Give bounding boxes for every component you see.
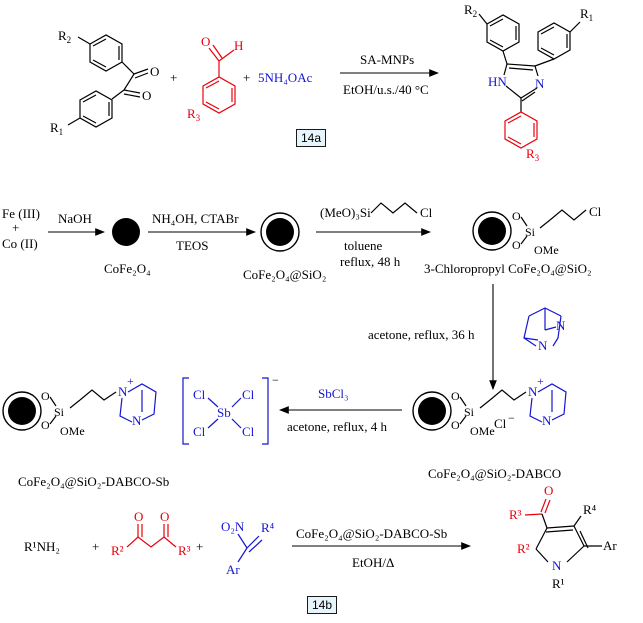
svg-text:N: N	[556, 318, 566, 333]
svg-text:Si: Si	[464, 405, 475, 419]
svg-text:N: N	[535, 76, 545, 91]
svg-text:O: O	[160, 509, 169, 524]
plus-sign: +	[92, 539, 99, 554]
svg-text:R3: R3	[187, 106, 201, 123]
svg-text:(MeO)₃Si: (MeO)₃Si	[320, 205, 371, 220]
svg-text:toluene: toluene	[344, 238, 382, 253]
conditions-label: EtOH/u.s./40 °C	[343, 82, 429, 97]
svg-text:N: N	[542, 413, 552, 428]
svg-text:Cl: Cl	[494, 416, 507, 431]
plus-sign: +	[12, 220, 19, 235]
svg-text:OMe: OMe	[470, 424, 495, 438]
svg-text:R³: R³	[509, 507, 522, 522]
svg-text:NH₄OH, CTABr: NH₄OH, CTABr	[152, 211, 239, 226]
svg-text:R⁴: R⁴	[583, 502, 597, 517]
dabco-sb-label: CoFe₂O₄@SiO₂-DABCO-Sb	[18, 474, 169, 489]
svg-text:O: O	[150, 64, 159, 79]
svg-text:R3: R3	[526, 146, 540, 163]
svg-text:N: N	[118, 384, 128, 399]
ammonium-acetate: 5NH₄OAc	[258, 70, 313, 85]
svg-text:acetone, reflux, 4 h: acetone, reflux, 4 h	[287, 419, 387, 434]
svg-text:O: O	[134, 509, 143, 524]
svg-text:Cl: Cl	[193, 424, 206, 439]
dabco-structure: N N	[523, 307, 566, 353]
svg-text:O: O	[512, 209, 521, 223]
svg-text:+: +	[537, 374, 544, 388]
svg-text:TEOS: TEOS	[176, 238, 209, 253]
svg-text:Si: Si	[525, 225, 536, 239]
svg-text:Cl: Cl	[242, 387, 255, 402]
catalyst-label: SA-MNPs	[360, 52, 414, 67]
diketone-structure: R² O O R³	[111, 509, 191, 558]
svg-text:OMe: OMe	[534, 243, 559, 257]
svg-text:−: −	[508, 411, 515, 425]
svg-text:N: N	[538, 338, 548, 353]
cofe2o4-sio2-label: CoFe₂O₄@SiO₂	[243, 267, 326, 282]
pyrrole-product: O R³ R⁴ R² Ar N R¹	[509, 483, 617, 591]
svg-text:N: N	[528, 384, 538, 399]
conditions-label-b: EtOH/Δ	[352, 555, 394, 570]
svg-text:R²: R²	[517, 541, 530, 556]
svg-text:Si: Si	[54, 405, 65, 419]
svg-text:R¹: R¹	[552, 576, 565, 591]
scheme-label-14a: 14a	[296, 129, 327, 147]
svg-text:O: O	[41, 389, 50, 403]
svg-text:O₂N: O₂N	[221, 519, 245, 534]
svg-text:Ar: Ar	[603, 538, 617, 553]
chloropropyl-label: 3-Chloropropyl CoFe₂O₄@SiO₂	[424, 261, 592, 276]
plus-sign: +	[196, 539, 203, 554]
svg-text:−: −	[272, 373, 279, 387]
svg-text:NaOH: NaOH	[58, 211, 92, 226]
scheme-label-14b: 14b	[307, 596, 338, 614]
sbcl4-anion: − Cl Cl Cl Cl Sb	[182, 373, 279, 445]
svg-text:O: O	[544, 483, 553, 498]
svg-text:H: H	[234, 38, 243, 53]
cofe2o4-label: CoFe₂O₄	[104, 261, 151, 276]
chloropropyl-particle: O O Si Cl OMe	[472, 204, 602, 257]
svg-text:O: O	[451, 418, 460, 432]
svg-text:O: O	[142, 88, 151, 103]
svg-text:Cl: Cl	[589, 204, 602, 219]
svg-text:O: O	[451, 389, 460, 403]
svg-text:HN: HN	[488, 74, 507, 89]
svg-text:O: O	[201, 34, 210, 49]
nitroalkene-structure: O₂N R⁴ Ar	[221, 519, 275, 577]
svg-text:OMe: OMe	[60, 424, 85, 438]
dabco-sb-particle: O O Si OMe N + N	[2, 374, 157, 438]
fe-reagent: Fe (III)	[2, 206, 40, 221]
dabco-label: CoFe₂O₄@SiO₂-DABCO	[428, 466, 561, 481]
svg-text:R²: R²	[111, 543, 124, 558]
plus-sign: +	[243, 70, 250, 85]
svg-text:R³: R³	[178, 543, 191, 558]
benzil-structure: R2 O O R1	[50, 28, 159, 137]
benzaldehyde-structure: O H R3	[187, 34, 243, 123]
svg-text:+: +	[127, 374, 134, 388]
svg-text:O: O	[41, 418, 50, 432]
catalyst-label-b: CoFe₂O₄@SiO₂-DABCO-Sb	[296, 526, 447, 541]
plus-sign: +	[170, 70, 177, 85]
svg-text:R1: R1	[580, 6, 593, 23]
co-reagent: Co (II)	[2, 236, 38, 251]
dabco-particle: O O Si OMe N + N Cl −	[412, 374, 567, 438]
svg-text:acetone, reflux, 36 h: acetone, reflux, 36 h	[368, 327, 475, 342]
cofe2o4-sio2-particle	[260, 212, 300, 252]
svg-text:O: O	[512, 238, 521, 252]
svg-text:R2: R2	[58, 28, 71, 45]
cofe2o4-particle	[112, 218, 140, 246]
svg-text:Cl: Cl	[420, 205, 433, 220]
imidazole-product: R2 R1 HN N R3	[464, 2, 593, 163]
svg-text:N: N	[552, 558, 562, 573]
svg-text:SbCl₃: SbCl₃	[318, 386, 349, 401]
svg-text:N: N	[132, 413, 142, 428]
svg-text:R⁴: R⁴	[261, 520, 275, 535]
svg-text:Cl: Cl	[193, 387, 206, 402]
svg-text:Ar: Ar	[226, 562, 240, 577]
svg-text:R1: R1	[50, 120, 63, 137]
svg-text:Cl: Cl	[242, 424, 255, 439]
amine-reagent: R¹NH₂	[24, 539, 60, 554]
svg-text:reflux, 48 h: reflux, 48 h	[340, 254, 401, 269]
svg-text:Sb: Sb	[217, 405, 231, 420]
svg-text:R2: R2	[464, 2, 477, 19]
